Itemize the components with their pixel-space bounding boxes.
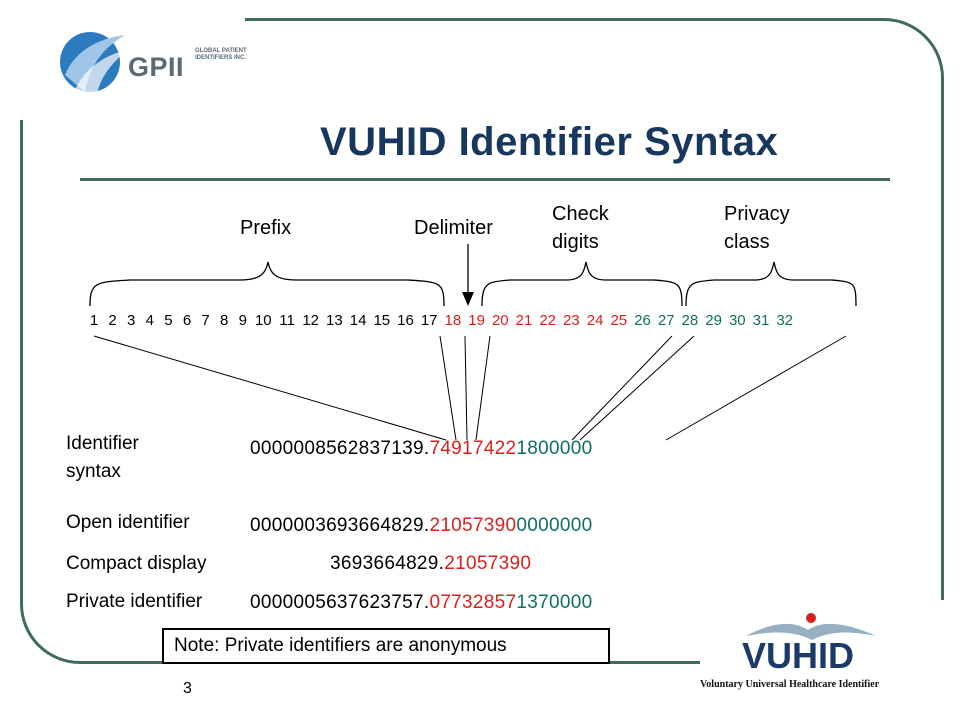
prefix-brace (89, 261, 445, 307)
position-number: 11 (279, 312, 295, 329)
position-number: 14 (349, 312, 367, 329)
identifier-syntax-privacy: 1800000 (516, 438, 593, 459)
compact-display-prefix: 3693664829. (330, 553, 445, 574)
position-number: 7 (201, 312, 210, 329)
position-number: 17 (420, 312, 438, 329)
position-number: 29 (705, 312, 722, 329)
private-identifier-check: 07732857 (429, 592, 517, 613)
open-identifier-prefix: 0000003693664829. (250, 515, 430, 536)
position-number: 31 (752, 312, 770, 329)
position-number: 2 (108, 312, 117, 329)
connector-line (571, 335, 673, 441)
vuhid-logo-text: VUHID (742, 635, 854, 676)
position-number: 1 (89, 312, 99, 329)
segment-label-prefix: Prefix (240, 217, 292, 239)
connector-line (93, 335, 447, 441)
gpii-logo-icon (60, 32, 127, 95)
position-number: 32 (776, 312, 794, 329)
position-number: 4 (145, 312, 154, 329)
position-number: 30 (728, 312, 746, 329)
private-identifier-prefix: 0000005637623757. (250, 592, 430, 613)
position-number: 21 (515, 312, 533, 329)
position-number: 15 (373, 312, 391, 329)
open-identifier-value: 0000003693664829.210573900000000 (250, 515, 592, 537)
position-number: 24 (586, 312, 604, 329)
position-number: 22 (539, 312, 557, 329)
identifier-syntax-check: 74917422 (429, 438, 517, 459)
position-number: 10 (254, 312, 272, 329)
gpii-logo-subtitle: GLOBAL PATIENT IDENTIFIERS INC. (195, 48, 247, 61)
row-label-private-identifier: Private identifier (66, 591, 203, 612)
vuhid-tagline: Voluntary Universal Healthcare Identifie… (700, 679, 880, 690)
connector-line (439, 335, 457, 441)
position-number: 13 (326, 312, 343, 329)
row-label-open-identifier: Open identifier (66, 512, 190, 533)
page-number: 3 (183, 680, 192, 697)
position-number: 12 (302, 312, 320, 329)
identifier-syntax-value: 0000008562837139.749174221800000 (250, 438, 592, 460)
position-number: 8 (220, 312, 229, 329)
page-title: VUHID Identifier Syntax (320, 120, 779, 164)
position-number: 26 (634, 312, 651, 329)
position-number: 19 (468, 312, 485, 329)
position-number: 28 (681, 312, 699, 329)
connector-line (579, 335, 695, 441)
open-identifier-privacy: 0000000 (516, 515, 593, 536)
gpii-logo-text: GPII (128, 52, 185, 82)
delimiter-arrow-head (462, 292, 474, 306)
segment-label-delimiter: Delimiter (414, 217, 493, 239)
compact-display-value: 3693664829.21057390 (330, 553, 531, 575)
position-number: 18 (444, 312, 462, 329)
position-number: 3 (127, 312, 136, 329)
row-label-identifier-syntax: Identifier syntax (66, 433, 139, 482)
vuhid-logo-icon: VUHID (742, 613, 876, 676)
position-number: 16 (397, 312, 414, 329)
compact-display-check: 21057390 (444, 553, 532, 574)
position-number: 9 (238, 312, 247, 329)
position-number: 23 (563, 312, 580, 329)
check-digits-brace (481, 261, 683, 307)
position-number: 20 (491, 312, 509, 329)
title-rule (80, 178, 890, 181)
privacy-class-brace (685, 261, 857, 307)
open-identifier-check: 21057390 (429, 515, 517, 536)
segment-label-check-digits: Check digits (552, 203, 609, 253)
identifier-syntax-prefix: 0000008562837139. (250, 438, 430, 459)
segment-label-privacy-class: Privacy class (724, 203, 790, 253)
position-number: 5 (164, 312, 173, 329)
private-identifier-privacy: 1370000 (516, 592, 593, 613)
position-number: 25 (610, 312, 628, 329)
connector-line (665, 335, 847, 441)
row-label-compact-display: Compact display (66, 553, 207, 574)
position-number: 27 (657, 312, 675, 329)
anonymity-note: Note: Private identifiers are anonymous (162, 628, 610, 664)
position-number: 6 (182, 312, 192, 329)
connector-line (464, 335, 468, 441)
private-identifier-value: 0000005637623757.077328571370000 (250, 592, 592, 614)
connector-line (475, 335, 491, 441)
footer-logo-backdrop (700, 600, 960, 720)
logo-backdrop (0, 0, 245, 120)
